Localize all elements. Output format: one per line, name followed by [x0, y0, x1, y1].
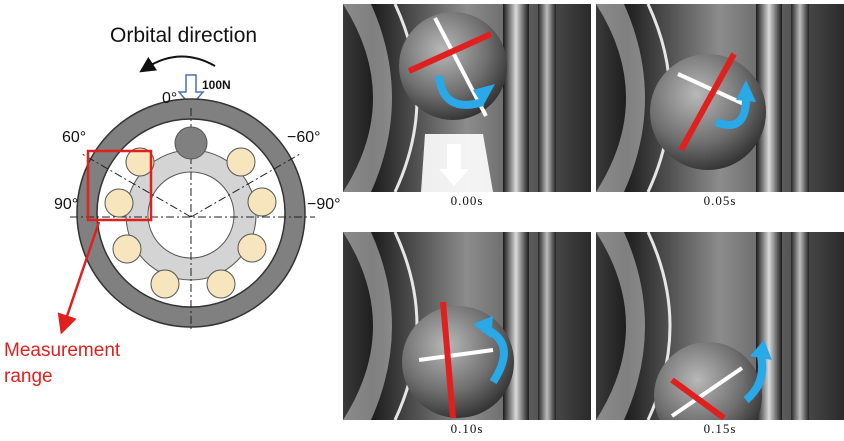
angle-label-0: 0° [162, 90, 178, 107]
angle-label-minus-90: −90° [307, 196, 341, 213]
measurement-label-line2: range [4, 366, 53, 387]
orbital-direction-arrow [139, 55, 216, 73]
frame-time-1: 0.05s [703, 193, 737, 208]
orbital-direction-label: Orbital direction [110, 24, 258, 47]
frame-time-2: 0.10s [450, 421, 484, 436]
measurement-pointer [57, 221, 101, 335]
force-label: 100N [202, 78, 231, 92]
ball-top [174, 126, 208, 160]
frame-time-0: 0.00s [450, 193, 484, 208]
photo-frame-1 [596, 4, 844, 192]
bearing-schematic [57, 55, 315, 335]
measurement-label-line1: Measurement [4, 340, 121, 361]
measurement-range-box [86, 149, 153, 222]
frame-time-3: 0.15s [703, 421, 737, 436]
rolling-balls [104, 126, 277, 299]
bearing-diagram: Orbital direction 100N 0° 60° −60° 90° −… [0, 0, 341, 436]
photo-frame-3 [596, 232, 844, 420]
angle-label-minus-60: −60° [287, 129, 321, 146]
measurement-range-label: Measurement range [4, 338, 120, 390]
angle-label-60: 60° [62, 129, 87, 146]
photo-frame-0 [343, 4, 591, 192]
photo-frame-2 [343, 232, 591, 420]
angle-label-90: 90° [54, 196, 79, 213]
